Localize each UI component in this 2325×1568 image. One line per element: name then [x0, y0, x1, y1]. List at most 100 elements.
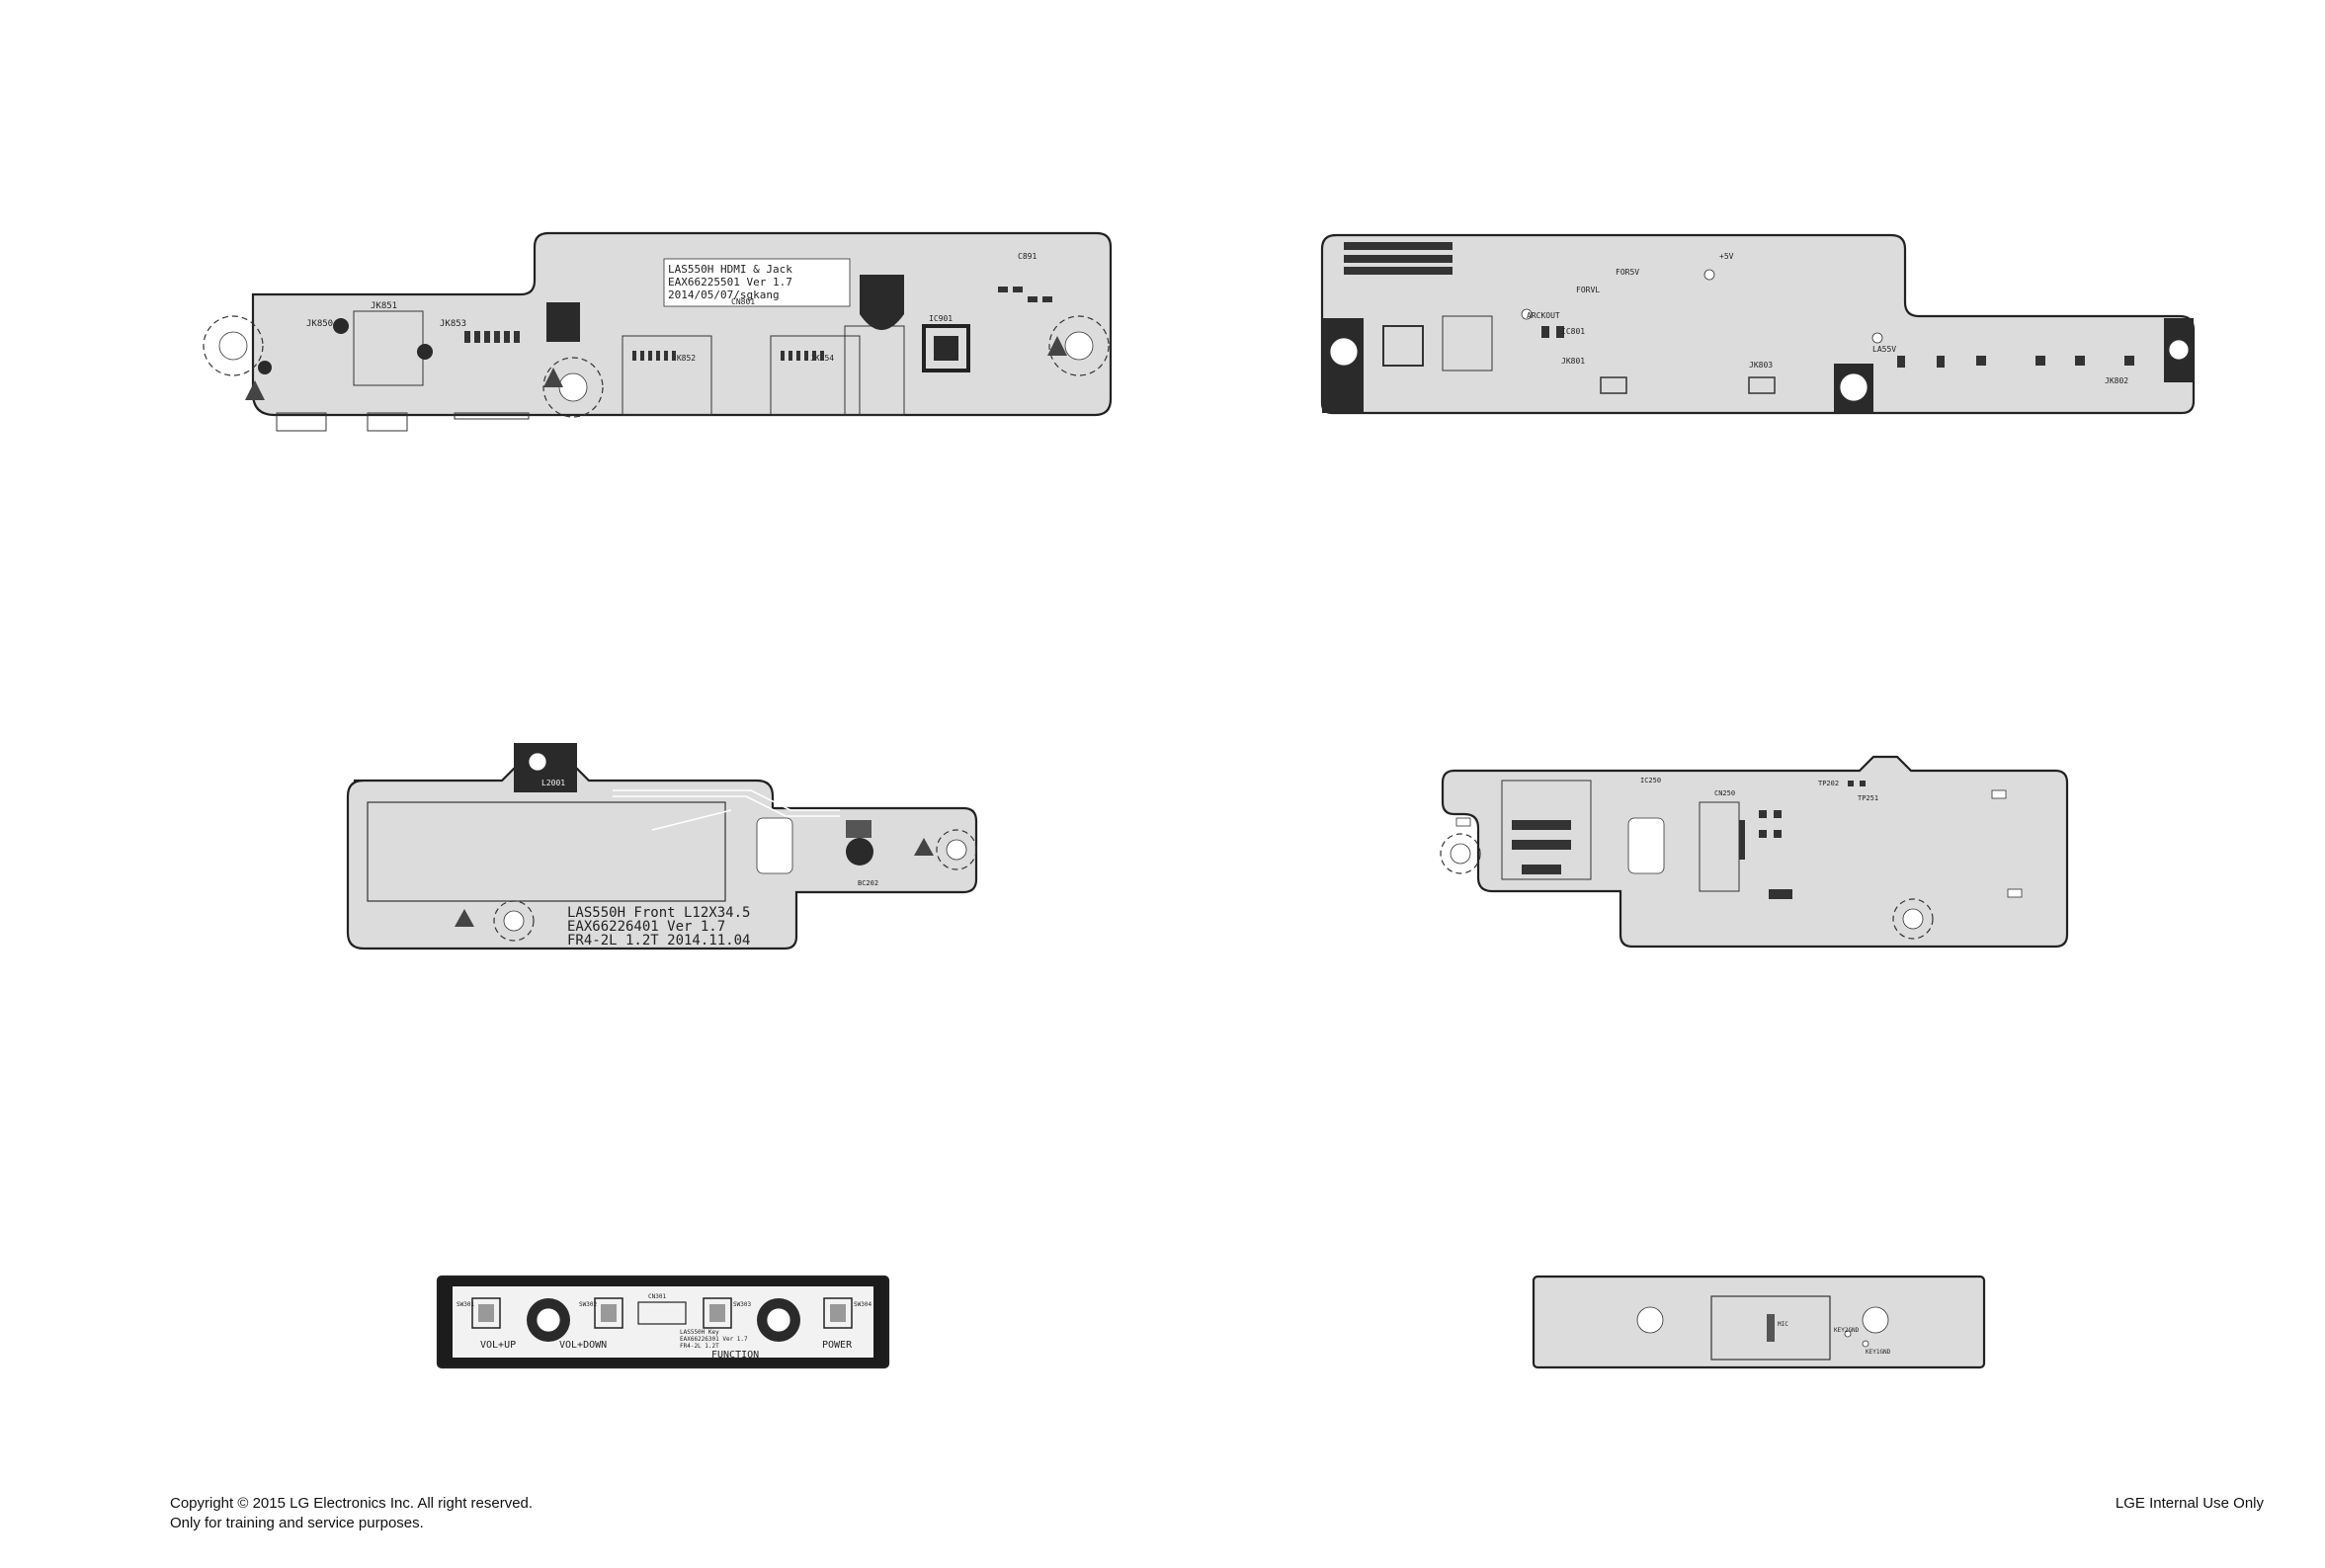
- button-hole-inner: [536, 1307, 561, 1333]
- board-label-line: EAX66226301 Ver 1.7: [680, 1336, 748, 1343]
- ref-designator: JK801: [1561, 357, 1585, 366]
- mounting-hole: [936, 829, 977, 870]
- test-point: [1844, 1330, 1852, 1338]
- board-label-line: LAS550H HDMI & Jack: [668, 263, 792, 276]
- key-inner-area: [453, 1286, 873, 1358]
- shield-clip: [514, 743, 577, 792]
- ref-designator: BC202: [858, 879, 878, 887]
- main-board-top: LAS550H HDMI & Jack EAX66225501 Ver 1.7 …: [203, 231, 1113, 432]
- ref-designator: L2001: [541, 779, 565, 787]
- mounting-hole: [2168, 339, 2190, 361]
- ref-designator: IC801: [1561, 327, 1585, 336]
- display-module-outline: [1710, 1295, 1831, 1361]
- button-hole: [1636, 1306, 1664, 1334]
- pad: [1991, 789, 2007, 799]
- ref-designator: ARCKOUT: [1527, 311, 1560, 320]
- ref-designator: SW302: [579, 1301, 597, 1308]
- ref-designator: SW304: [854, 1301, 872, 1308]
- warning-icon: [1047, 336, 1067, 356]
- mounting-hole: [1440, 833, 1481, 874]
- ic-chip-core: [934, 336, 958, 361]
- front-board-bottom: CN250 TP251 TP202 IC250: [1440, 755, 2069, 949]
- warning-icon: [543, 368, 563, 387]
- ref-designator: MIC: [1778, 1321, 1788, 1328]
- connector: [622, 335, 712, 416]
- button-hole-inner: [766, 1307, 791, 1333]
- ref-designator: TP202: [1818, 780, 1839, 787]
- board-label-line: FR4-2L 1.2T: [680, 1343, 719, 1350]
- display-slot: [756, 817, 793, 874]
- ref-designator: JK851: [371, 301, 397, 311]
- ref-designator: FORVL: [1576, 286, 1600, 294]
- copyright-text: Copyright © 2015 LG Electronics Inc. All…: [170, 1495, 534, 1512]
- ref-designator: FOR5V: [1616, 268, 1639, 277]
- via: [1871, 332, 1883, 344]
- ir-receiver: [846, 838, 873, 866]
- smd-component-row: [464, 287, 1052, 361]
- display-module-outline: [367, 801, 726, 902]
- led: [258, 361, 272, 374]
- ref-designator: IC901: [929, 314, 953, 323]
- mounting-hole: [528, 752, 547, 772]
- ref-designator: JK803: [1749, 361, 1773, 370]
- ref-designator: JK852: [672, 354, 696, 363]
- ref-designator: KEY2GND: [1834, 1327, 1860, 1334]
- label-frame: [663, 258, 851, 307]
- mic-component: [1767, 1314, 1775, 1342]
- button-label-vol-down: VOL+DOWN: [559, 1340, 607, 1351]
- jack-outline: [367, 412, 408, 432]
- button-label-function: FUNCTION: [711, 1350, 759, 1361]
- smd-component-grid: [1512, 781, 1866, 899]
- jack-outline: [454, 412, 530, 420]
- warning-icon: [245, 380, 265, 400]
- led: [417, 344, 433, 360]
- purpose-text: Only for training and service purposes.: [170, 1515, 424, 1531]
- ref-designator: TP251: [1858, 794, 1878, 802]
- board-label-line: 2014/05/07/sgkang: [668, 289, 780, 301]
- mounting-hole: [1329, 337, 1359, 367]
- ref-designator: SW303: [733, 1301, 751, 1308]
- board-label-line: LAS550H Front L12X34.5: [567, 905, 750, 921]
- ir-sensor: [846, 820, 872, 838]
- warning-icon: [914, 838, 934, 856]
- mounting-hole: [493, 900, 535, 942]
- ref-designator: CN801: [731, 297, 755, 306]
- tact-switch: [471, 1297, 501, 1329]
- tact-switch: [594, 1297, 623, 1329]
- pad: [2007, 888, 2023, 898]
- ref-designator: CN250: [1714, 789, 1735, 797]
- warning-icon: [455, 909, 474, 927]
- connector: [770, 335, 861, 416]
- ic-chip: [922, 324, 970, 372]
- ref-designator: +5V: [1719, 252, 1734, 261]
- button-label-power: POWER: [822, 1340, 853, 1351]
- mounting-hole: [1048, 315, 1110, 376]
- board-label-line: EAX66225501 Ver 1.7: [668, 276, 792, 289]
- button-label-vol-up: VOL+UP: [480, 1340, 516, 1351]
- internal-use-text: LGE Internal Use Only: [2115, 1495, 2264, 1512]
- ref-designator: KEY1GND: [1866, 1349, 1891, 1356]
- ref-designator: JK850: [306, 319, 333, 329]
- main-board-bottom: JK801 JK803 JK802 IC801 ARCKOUT FORVL FO…: [1320, 233, 2196, 415]
- via: [1703, 269, 1715, 281]
- via: [1521, 308, 1533, 320]
- key-board-top: SW301 SW302 CN301 SW303 SW304 VOL+UP VOL…: [436, 1275, 890, 1369]
- smd-component-grid: [1344, 242, 2134, 394]
- board-label-line: EAX66226401 Ver 1.7: [567, 919, 725, 935]
- tact-switch: [823, 1297, 853, 1329]
- jack-outline: [276, 412, 327, 432]
- large-capacitor: [860, 275, 904, 330]
- board-label-line: LAS550H Key: [680, 1329, 719, 1336]
- front-board-top: L2001 BC202 LAS550H Front L12X34.5 EAX66…: [346, 743, 978, 950]
- ref-designator: C891: [1018, 252, 1037, 261]
- led: [333, 318, 349, 334]
- mounting-hole: [1839, 372, 1868, 402]
- ref-designator: CN301: [648, 1293, 666, 1300]
- ref-designator: LA55V: [1872, 345, 1896, 354]
- tact-switch: [703, 1297, 732, 1329]
- mounting-hole: [1892, 898, 1934, 940]
- ref-designator: IC250: [1640, 777, 1661, 784]
- footer-left: Copyright © 2015 LG Electronics Inc. All…: [170, 1494, 533, 1533]
- test-point: [1862, 1340, 1869, 1348]
